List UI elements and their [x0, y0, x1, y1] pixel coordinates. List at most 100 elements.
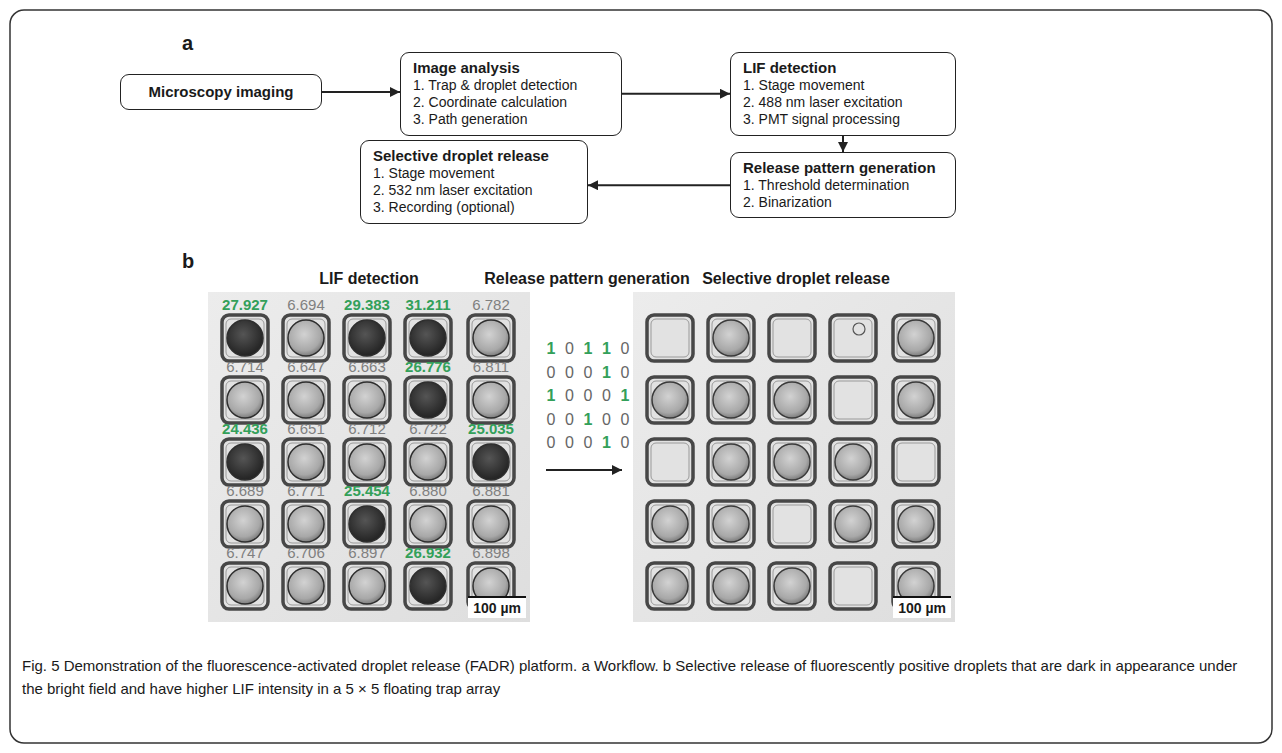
floating-trap	[222, 315, 268, 361]
floating-trap	[344, 315, 390, 361]
trap-inner-edge	[712, 567, 750, 605]
intensity-value: 26.776	[405, 358, 451, 375]
floating-trap	[830, 439, 876, 485]
intensity-value: 6.647	[287, 358, 325, 375]
floating-trap	[647, 563, 693, 609]
intensity-value: 25.454	[344, 482, 390, 499]
trap-inner-edge	[348, 443, 386, 481]
floating-trap	[283, 439, 329, 485]
floating-trap	[830, 501, 876, 547]
trap-inner-edge	[409, 505, 447, 543]
intensity-value: 6.811	[473, 358, 509, 375]
intensity-value: 6.881	[472, 482, 510, 499]
pattern-digit: 0	[621, 411, 630, 429]
process-box: Microscopy imaging	[120, 74, 322, 110]
intensity-value: 27.927	[222, 296, 268, 313]
step-item: 1. Threshold determination	[743, 177, 909, 194]
intensity-value: 6.694	[287, 296, 325, 313]
droplet	[227, 444, 263, 480]
trap-inner-edge	[651, 319, 689, 357]
step-item: 2. Binarization	[743, 194, 832, 211]
pattern-digit: 0	[565, 411, 574, 429]
trap-inner-edge	[226, 567, 264, 605]
trap-inner-edge	[472, 381, 510, 419]
trap-inner-edge	[897, 443, 935, 481]
droplet	[349, 568, 385, 604]
droplet	[774, 444, 810, 480]
step-item: 2. 488 nm laser excitation	[743, 94, 903, 111]
pattern-digit: 0	[547, 411, 556, 429]
intensity-value: 6.898	[472, 544, 510, 561]
floating-trap	[405, 439, 451, 485]
floating-trap	[769, 501, 815, 547]
pattern-digit: 1	[602, 364, 611, 382]
trap-inner-edge	[651, 505, 689, 543]
pattern-digit: 0	[602, 411, 611, 429]
droplet	[349, 506, 385, 542]
floating-trap	[222, 563, 268, 609]
droplet	[288, 382, 324, 418]
panel-letter: b	[182, 250, 194, 273]
intensity-value: 6.714	[226, 358, 264, 375]
droplet	[652, 382, 688, 418]
floating-trap	[830, 377, 876, 423]
trap-inner-edge	[226, 381, 264, 419]
floating-trap	[283, 563, 329, 609]
floating-trap	[769, 315, 815, 361]
floating-trap	[647, 377, 693, 423]
droplet	[227, 320, 263, 356]
droplet	[227, 382, 263, 418]
floating-trap	[283, 315, 329, 361]
step-item: 1. Stage movement	[373, 165, 494, 182]
step-item: 1. Stage movement	[743, 77, 864, 94]
trap-inner-edge	[773, 443, 811, 481]
figure-border	[10, 10, 1272, 743]
pattern-digit: 0	[565, 364, 574, 382]
trap-inner-edge	[834, 505, 872, 543]
droplet	[410, 568, 446, 604]
droplet	[410, 506, 446, 542]
droplet	[835, 506, 871, 542]
flow-arrow	[588, 184, 730, 186]
box-heading: LIF detection	[743, 59, 836, 77]
intensity-value: 31.211	[405, 296, 450, 313]
floating-trap	[708, 315, 754, 361]
floating-trap	[647, 315, 693, 361]
intensity-value: 6.689	[226, 482, 264, 499]
pattern-digit: 1	[547, 340, 556, 358]
trap-inner-edge	[834, 443, 872, 481]
intensity-value: 26.932	[405, 544, 451, 561]
pattern-digit: 1	[584, 340, 593, 358]
pattern-digit: 0	[602, 387, 611, 405]
intensity-value: 29.383	[344, 296, 390, 313]
floating-trap	[468, 315, 514, 361]
floating-trap	[893, 439, 939, 485]
droplet	[774, 382, 810, 418]
floating-trap	[405, 563, 451, 609]
trap-inner-edge	[226, 319, 264, 357]
droplet	[349, 444, 385, 480]
trap-inner-edge	[897, 381, 935, 419]
droplet	[288, 320, 324, 356]
trap-inner-edge	[409, 319, 447, 357]
droplet	[713, 444, 749, 480]
droplet	[227, 568, 263, 604]
trap-inner-edge	[409, 567, 447, 605]
trap-inner-edge	[472, 443, 510, 481]
intensity-value: 6.880	[409, 482, 447, 499]
trap-inner-edge	[409, 443, 447, 481]
droplet	[227, 506, 263, 542]
floating-trap	[222, 501, 268, 547]
floating-trap	[893, 315, 939, 361]
trap-inner-edge	[834, 319, 872, 357]
trap-inner-edge	[773, 505, 811, 543]
pattern-digit: 0	[584, 434, 593, 452]
floating-trap	[344, 501, 390, 547]
panel-heading: Selective droplet release	[702, 270, 890, 288]
panel-heading: LIF detection	[319, 270, 419, 288]
step-item: 3. Path generation	[413, 111, 527, 128]
floating-trap	[830, 315, 876, 361]
floating-trap	[222, 377, 268, 423]
scale-bar-label: 100 µm	[468, 596, 526, 618]
